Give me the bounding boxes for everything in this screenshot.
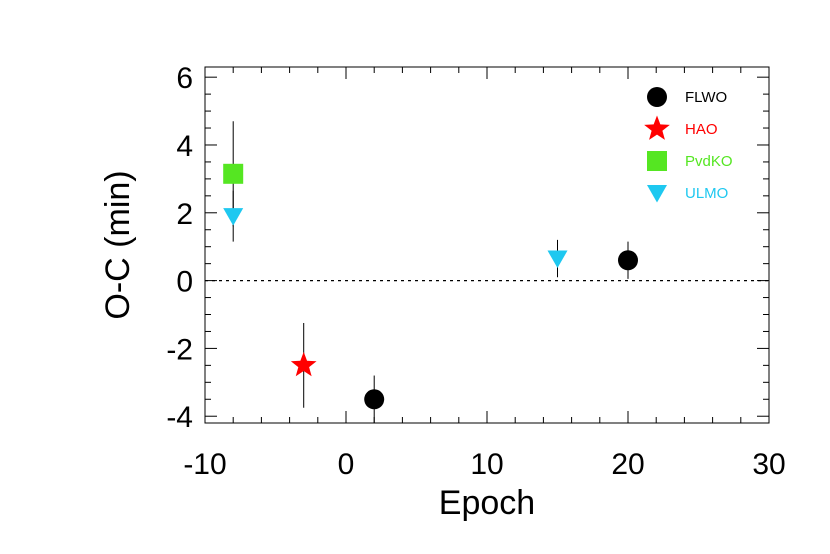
y-tick-label: 4 — [176, 130, 193, 163]
error-bars — [232, 121, 629, 423]
data-markers — [223, 163, 638, 410]
plot-area — [204, 66, 770, 424]
legend-label: PvdKO — [685, 153, 733, 170]
legend-marker-ulmo — [647, 185, 667, 203]
data-point-ulmo — [223, 208, 244, 226]
legend-label: FLWO — [685, 89, 727, 106]
y-tick-label: 6 — [176, 62, 193, 95]
y-tick-label: -4 — [166, 401, 193, 434]
x-tick-label: 20 — [611, 448, 644, 481]
y-tick-label: -2 — [166, 333, 193, 366]
y-axis-label: O-C (min) — [99, 170, 137, 319]
x-tick-label: -10 — [183, 448, 226, 481]
y-tick-label: 2 — [176, 198, 193, 231]
legend-marker-pvdko — [647, 151, 667, 171]
legend-label: HAO — [685, 121, 718, 138]
x-axis-label: Epoch — [439, 484, 535, 522]
data-point-hao — [290, 351, 317, 377]
legend-marker-hao — [644, 115, 670, 140]
x-tick-label: 30 — [752, 448, 785, 481]
legend-label: ULMO — [685, 185, 728, 202]
data-point-flwo — [618, 250, 638, 271]
tick-labels: -10 0 10 20 30 -4 -2 0 2 4 6 — [166, 62, 785, 481]
data-point-ulmo — [547, 250, 568, 269]
legend-marker-flwo — [647, 87, 667, 107]
x-tick-label: 10 — [470, 448, 503, 481]
data-point-flwo — [364, 389, 385, 410]
data-point-pvdko — [223, 163, 244, 184]
x-tick-label: 0 — [338, 448, 355, 481]
axis-ticks — [204, 67, 770, 423]
legend: FLWO HAO PvdKO ULMO — [644, 87, 733, 203]
y-tick-label: 0 — [176, 266, 193, 299]
